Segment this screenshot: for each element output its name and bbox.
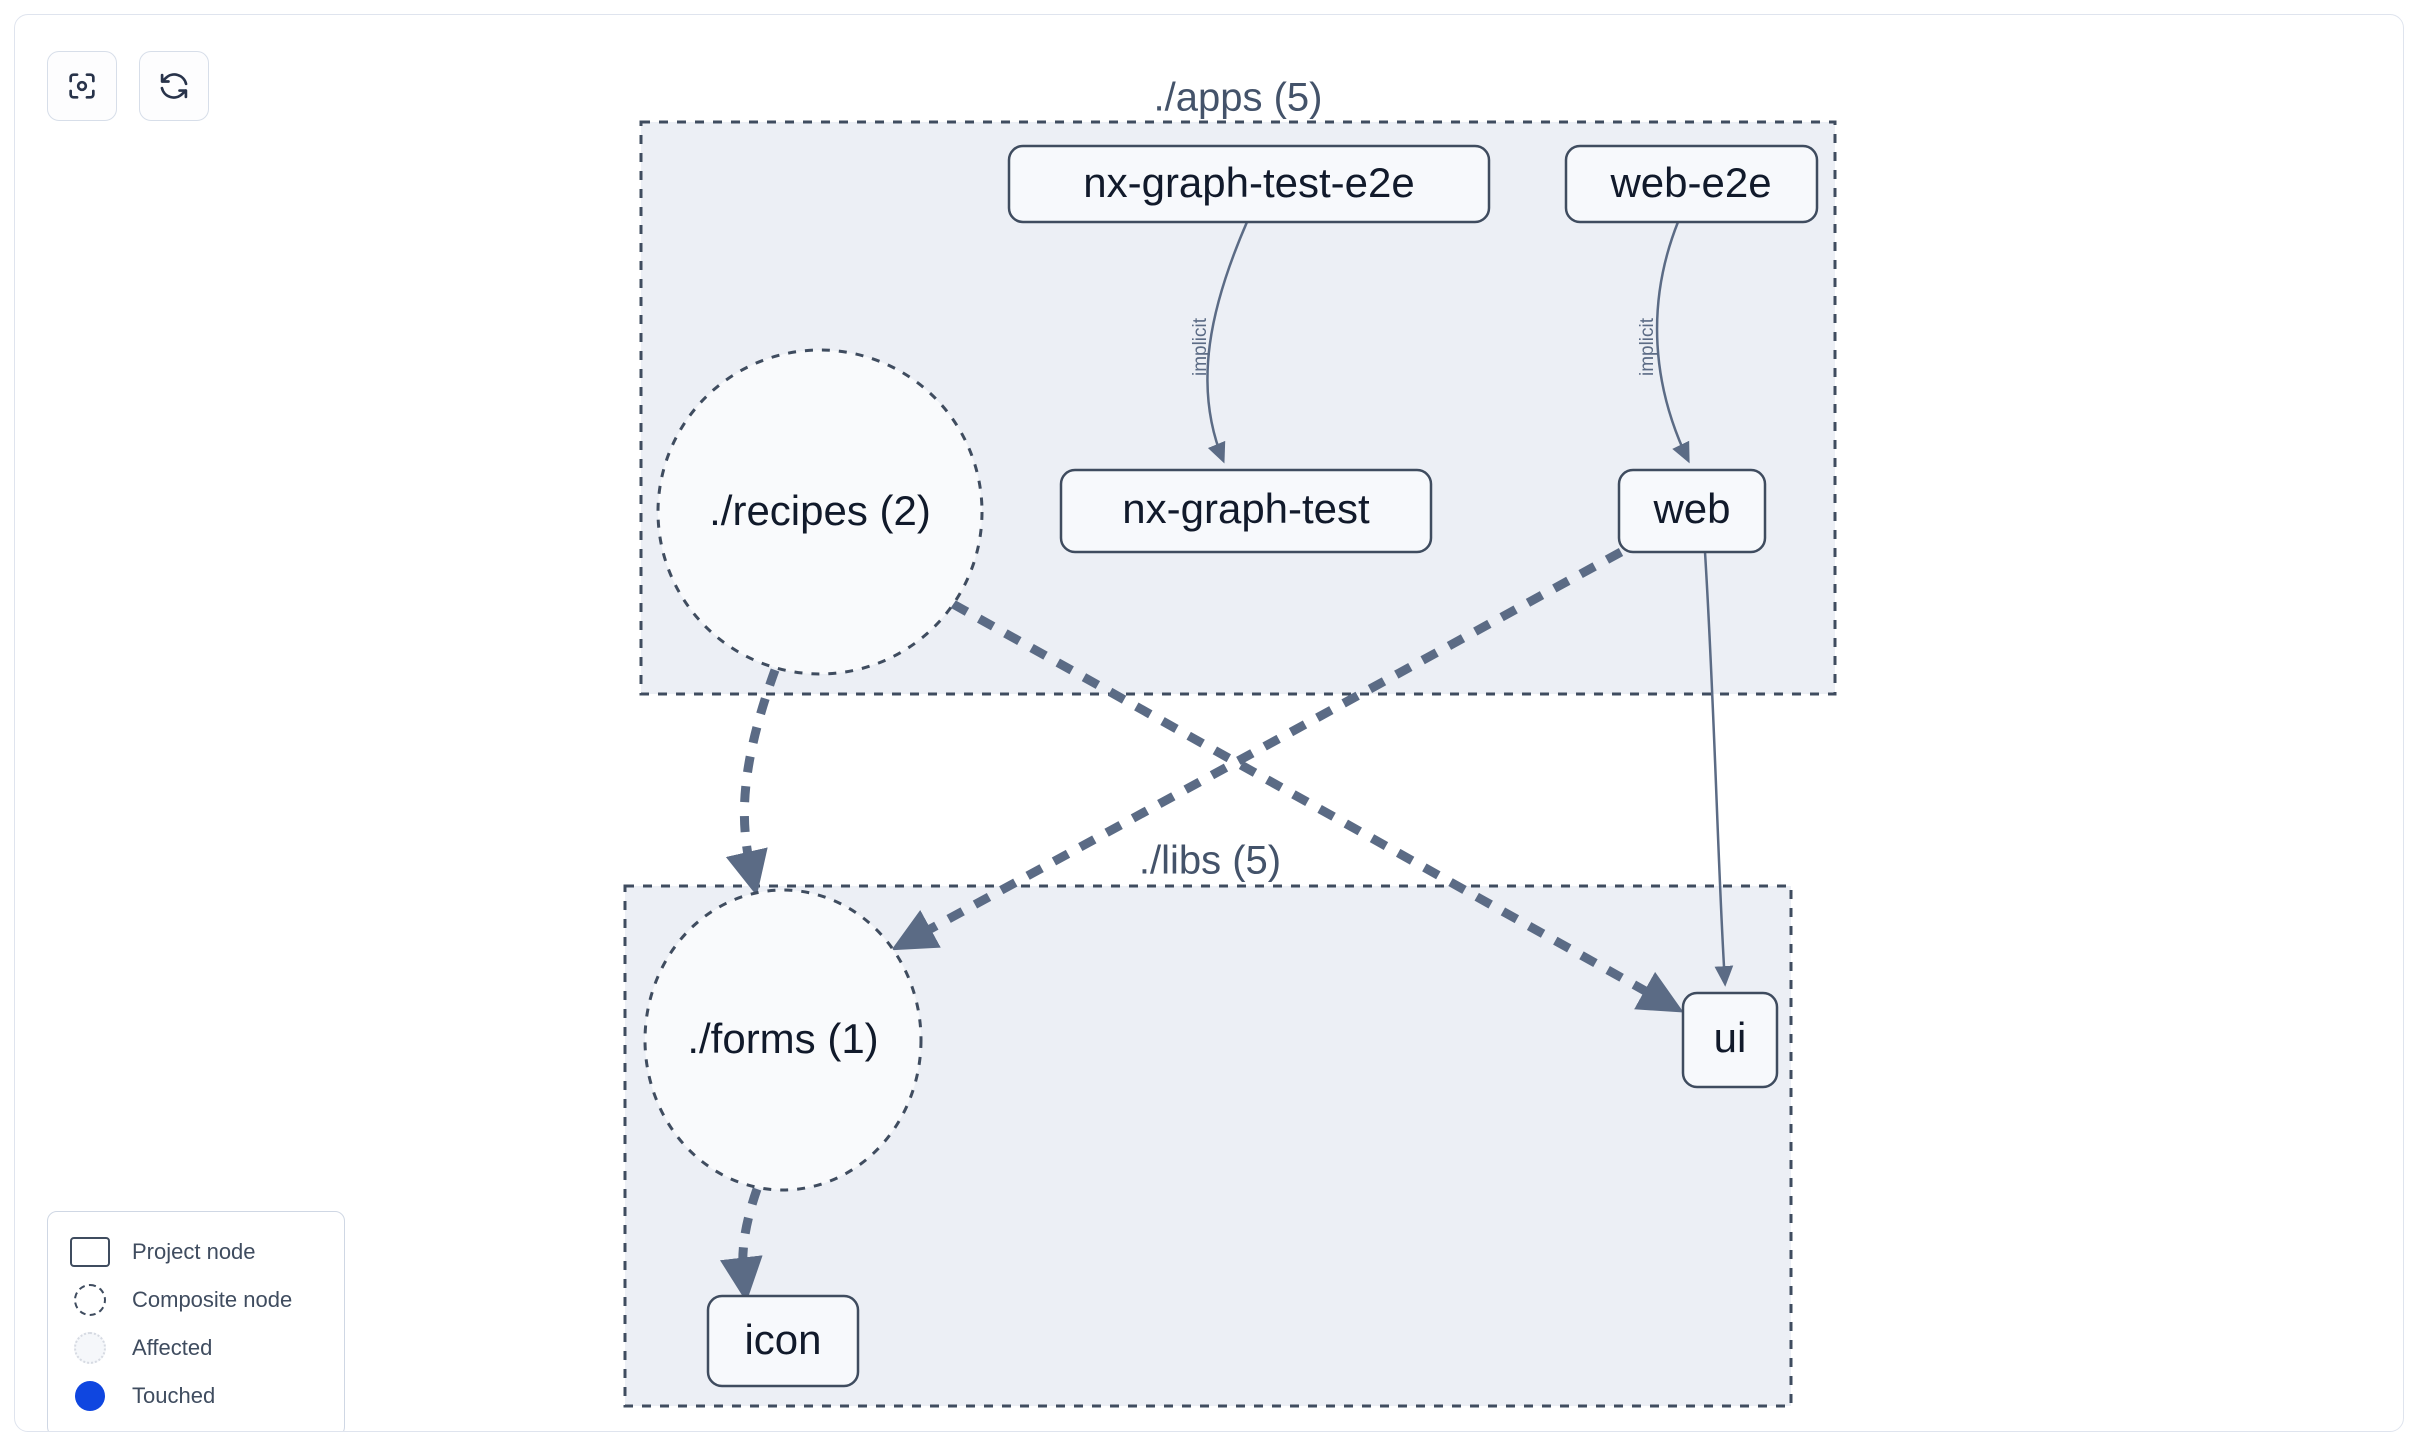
node-icon-label: icon: [744, 1316, 821, 1363]
node-ui[interactable]: ui: [1681, 991, 1779, 1089]
project-node-swatch-icon: [70, 1235, 110, 1269]
node-recipes[interactable]: ./recipes (2): [656, 348, 984, 676]
edge-label-implicit-nx-graph-test: implicit: [1190, 317, 1211, 376]
node-nx-graph-test[interactable]: nx-graph-test: [1059, 468, 1433, 554]
graph-nodes: nx-graph-test-e2e web-e2e ./recipes (2) …: [643, 144, 1819, 1388]
composite-node-swatch-icon: [70, 1283, 110, 1317]
legend-item-composite-node: Composite node: [70, 1276, 326, 1324]
group-apps-label: ./apps (5): [1154, 76, 1323, 120]
edge-web-to-ui[interactable]: [1703, 551, 1734, 987]
graph-groups: ./apps (5) ./libs (5): [623, 76, 1837, 1408]
node-ui-label: ui: [1714, 1014, 1747, 1061]
legend-label-affected: Affected: [132, 1335, 213, 1360]
edge-label-implicit-web: implicit: [1637, 317, 1658, 376]
graph-edges: [720, 221, 1734, 1303]
legend-label-touched: Touched: [132, 1383, 216, 1408]
node-forms-circle[interactable]: [643, 888, 923, 1192]
node-forms[interactable]: ./forms (1): [643, 888, 923, 1192]
group-libs-label: ./libs (5): [1139, 839, 1281, 883]
node-nx-graph-test-label: nx-graph-test: [1122, 485, 1370, 532]
edge-web-to-forms[interactable]: [891, 548, 1624, 951]
graph-edge-labels: implicit implicit: [1190, 317, 1658, 376]
node-recipes-label: ./recipes (2): [709, 487, 931, 534]
legend-item-project-node: Project node: [70, 1228, 326, 1276]
node-web-e2e-label: web-e2e: [1609, 159, 1771, 206]
node-web[interactable]: web: [1617, 468, 1767, 554]
edge-recipes-to-ui[interactable]: [950, 600, 1684, 1013]
edge-nx-graph-test-e2e-to-nx-graph-test[interactable]: [1206, 221, 1249, 464]
refresh-graph-button[interactable]: [139, 51, 209, 121]
legend-label-project-node: Project node: [132, 1239, 256, 1264]
affected-swatch-icon: [70, 1331, 110, 1365]
edge-recipes-to-forms[interactable]: [725, 668, 780, 896]
refresh-icon: [157, 69, 191, 103]
node-nx-graph-test-rect[interactable]: [1059, 468, 1433, 554]
legend-item-affected: Affected: [70, 1324, 326, 1372]
node-recipes-circle[interactable]: [656, 348, 984, 676]
focus-graph-button[interactable]: [47, 51, 117, 121]
focus-target-icon: [65, 69, 99, 103]
node-web-e2e-rect[interactable]: [1564, 144, 1819, 224]
node-ui-rect[interactable]: [1681, 991, 1779, 1089]
node-web-e2e[interactable]: web-e2e: [1564, 144, 1819, 224]
node-icon-rect[interactable]: [706, 1294, 860, 1388]
node-forms-label: ./forms (1): [687, 1015, 878, 1062]
node-nx-graph-test-e2e[interactable]: nx-graph-test-e2e: [1007, 144, 1491, 224]
touched-swatch-icon: [70, 1379, 110, 1413]
node-icon[interactable]: icon: [706, 1294, 860, 1388]
legend-label-composite-node: Composite node: [132, 1287, 293, 1312]
node-web-rect[interactable]: [1617, 468, 1767, 554]
project-graph[interactable]: ./apps (5) ./libs (5) implicit: [15, 15, 2404, 1432]
graph-legend: Project node Composite node Affected Tou…: [47, 1211, 345, 1431]
node-web-label: web: [1652, 485, 1730, 532]
node-nx-graph-test-e2e-label: nx-graph-test-e2e: [1083, 159, 1415, 206]
graph-toolbar: [47, 51, 209, 121]
legend-item-touched: Touched: [70, 1372, 326, 1420]
edge-web-e2e-to-web[interactable]: [1655, 221, 1690, 464]
node-nx-graph-test-e2e-rect[interactable]: [1007, 144, 1491, 224]
edge-forms-to-icon[interactable]: [720, 1187, 763, 1303]
graph-canvas-panel[interactable]: ./apps (5) ./libs (5) implicit: [14, 14, 2404, 1432]
